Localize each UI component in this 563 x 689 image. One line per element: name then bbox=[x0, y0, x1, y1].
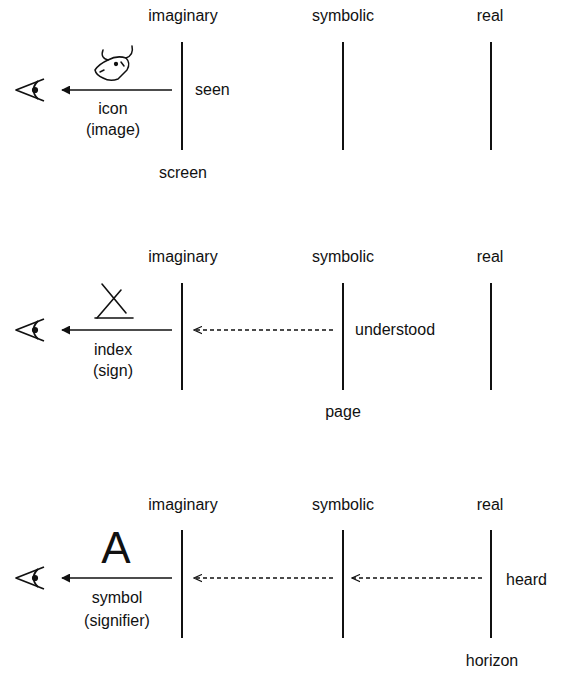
index-sign-icon bbox=[95, 284, 133, 318]
register-label: real bbox=[477, 247, 504, 266]
sign-type: index bbox=[94, 340, 132, 359]
register-label: imaginary bbox=[148, 247, 217, 266]
sign-type: (signifier) bbox=[84, 611, 150, 630]
surface-label: page bbox=[325, 402, 361, 421]
sign-caption: heard bbox=[506, 570, 547, 589]
register-label: imaginary bbox=[148, 6, 217, 25]
bull-head-icon bbox=[95, 46, 132, 80]
register-label: symbolic bbox=[312, 495, 374, 514]
register-lines bbox=[182, 42, 491, 638]
register-label: imaginary bbox=[148, 495, 217, 514]
sign-type: (sign) bbox=[93, 361, 133, 380]
register-label: real bbox=[477, 6, 504, 25]
register-label: symbolic bbox=[312, 247, 374, 266]
surface-label: screen bbox=[159, 163, 207, 182]
eye-icons bbox=[16, 79, 44, 589]
sign-caption: understood bbox=[355, 320, 435, 339]
sign-caption: seen bbox=[195, 80, 230, 99]
sign-type: symbol bbox=[92, 588, 143, 607]
register-label: symbolic bbox=[312, 6, 374, 25]
register-label: real bbox=[477, 495, 504, 514]
sign-type: icon bbox=[98, 99, 127, 118]
sign-type: (image) bbox=[86, 120, 140, 139]
dashed-arrows bbox=[194, 330, 482, 578]
surface-label: horizon bbox=[466, 651, 518, 670]
letter-glyph: A bbox=[101, 525, 130, 571]
